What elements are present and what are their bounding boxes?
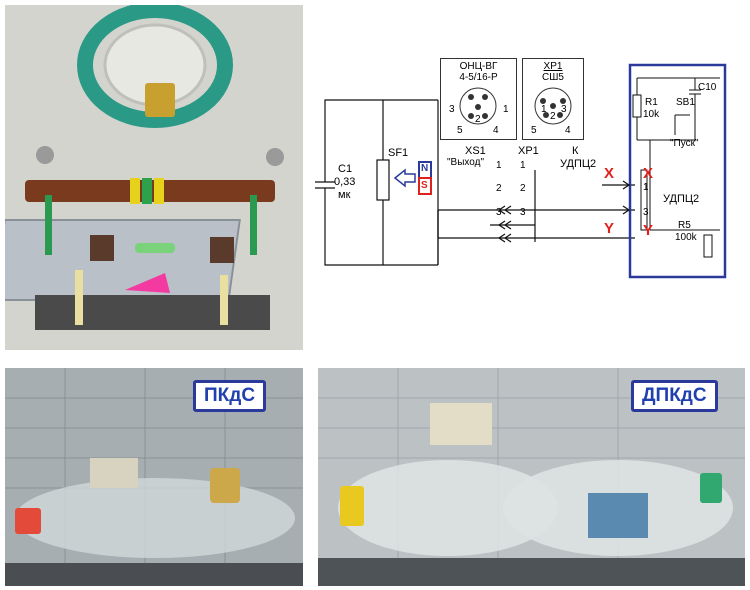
- bottle-cap-left: [15, 508, 41, 534]
- pkds-photo: ПКдС: [5, 368, 303, 586]
- onc-connector-box: ОНЦ-ВГ 4-5/16-Р 1 2 3 4 5: [440, 58, 517, 140]
- inner-pin3: 3: [643, 207, 649, 218]
- sf1-label: SF1: [388, 147, 409, 159]
- device-photo: [5, 5, 303, 350]
- c1-unit: мк: [338, 189, 351, 201]
- r5-value: 100k: [675, 232, 697, 243]
- udpc-label: УДПЦ2: [560, 158, 597, 170]
- pink-marker: [125, 273, 170, 293]
- bottle-left: [338, 460, 558, 556]
- cup: [90, 458, 138, 488]
- magnet-south: [418, 177, 432, 195]
- xp1-pin-2: 2: [550, 111, 556, 122]
- r5-label: R5: [678, 220, 691, 231]
- pin3-left: 3: [496, 207, 502, 218]
- water-tray: [588, 493, 648, 538]
- xp1-pinout: [534, 87, 572, 125]
- feeder: [210, 468, 240, 503]
- pkds-label: ПКдС: [193, 380, 267, 412]
- dpkds-label: ДПКдС: [631, 380, 718, 412]
- xp1-connector-box: ХР1 СШ5 1 2 3 4 5: [522, 58, 584, 140]
- brass-clip: [145, 83, 175, 117]
- xp1-pin-3: 3: [561, 104, 567, 115]
- udpc-inner-label: УДПЦ2: [663, 193, 700, 205]
- green-ring: [77, 5, 233, 128]
- xs1-name: "Выход": [447, 157, 485, 168]
- device-photo-drawing: [5, 5, 303, 350]
- dark-base: [35, 295, 270, 330]
- dpkds-photo: ДПКдС: [318, 368, 745, 586]
- xp1-label: XP1: [518, 145, 539, 157]
- xp1-pin-1: 1: [541, 104, 547, 115]
- onc-pinout: [459, 87, 497, 125]
- xp1-pin-5: 5: [531, 125, 537, 136]
- onc-title: ОНЦ-ВГ: [459, 61, 498, 72]
- top-cup: [430, 403, 492, 445]
- udpc-box: [628, 63, 727, 279]
- onc-subtitle: 4-5/16-Р: [459, 72, 498, 83]
- reed-switch: [135, 243, 175, 253]
- sb1-label: SB1: [676, 97, 695, 108]
- c10-label: C10: [698, 82, 717, 93]
- to-label: К: [572, 145, 579, 157]
- r1-value: 10k: [643, 109, 660, 120]
- inner-pin1: 1: [643, 182, 649, 193]
- c1-value: 0,33: [334, 176, 356, 188]
- onc-pin-4: 4: [493, 125, 499, 136]
- xp1-pin-4: 4: [565, 125, 571, 136]
- onc-pin-5: 5: [457, 125, 463, 136]
- pin1-left: 1: [496, 160, 502, 171]
- y-label-inner: Y: [643, 222, 654, 239]
- cap-left: [340, 486, 364, 526]
- field-arrow: [393, 168, 416, 188]
- magnet-n-label: N: [421, 163, 429, 174]
- bottle-body: [15, 478, 295, 558]
- xp1-title: ХР1: [543, 61, 563, 72]
- cap-right: [700, 473, 722, 503]
- pin3-right: 3: [520, 207, 526, 218]
- xs1-label: XS1: [465, 145, 486, 157]
- xp1-subtitle: СШ5: [542, 72, 564, 83]
- c1-label: C1: [338, 163, 353, 175]
- x-label-inner: X: [643, 165, 654, 182]
- pin2-left: 2: [496, 183, 502, 194]
- pin1-right: 1: [520, 160, 526, 171]
- r1-label: R1: [645, 97, 658, 108]
- onc-pin-3: 3: [449, 104, 455, 115]
- y-label-outer: Y: [604, 220, 615, 237]
- circuit-schematic: [315, 63, 727, 279]
- pin2-right: 2: [520, 183, 526, 194]
- x-label-outer: X: [604, 165, 615, 182]
- onc-pin-1: 1: [503, 104, 509, 115]
- magnet-s-label: S: [421, 180, 428, 191]
- plastic-base: [5, 219, 241, 301]
- onc-pin-2: 2: [475, 114, 481, 125]
- pusk-label: "Пуск": [670, 138, 699, 149]
